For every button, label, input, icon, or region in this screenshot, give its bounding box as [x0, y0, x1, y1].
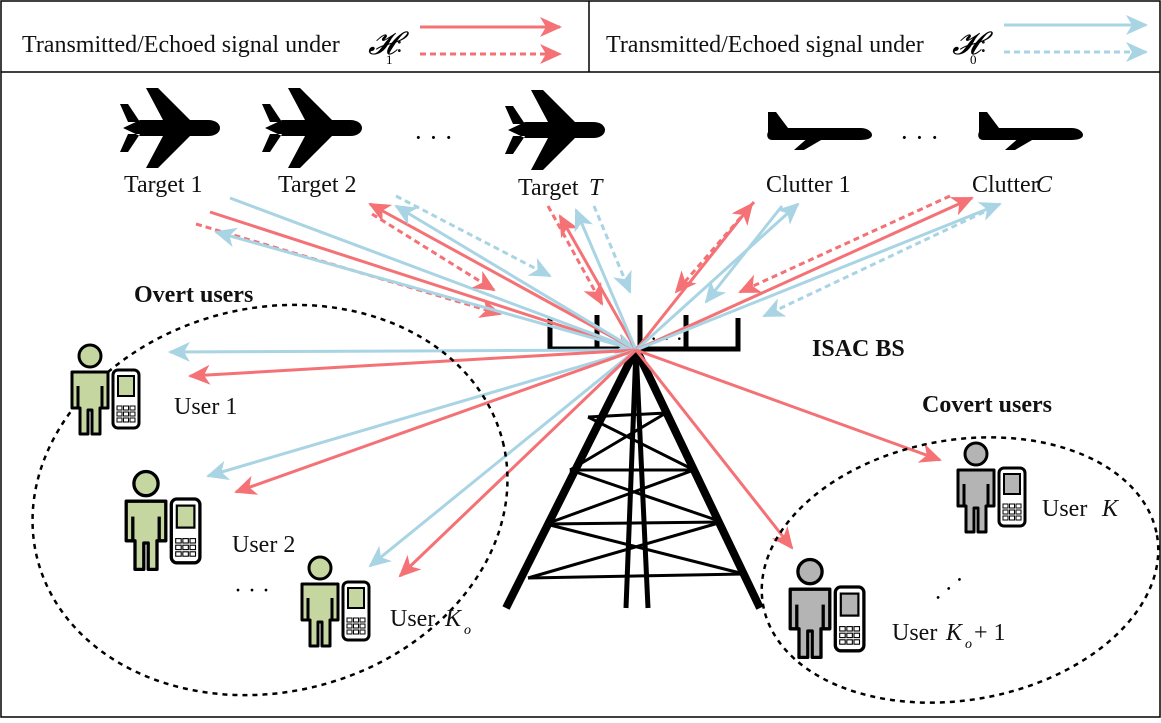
legend-h0-text: Transmitted/Echoed signal under: [606, 32, 924, 58]
target-2-tx-h0-arrow: [394, 204, 637, 352]
overt-users-ellipsis: · · ·: [234, 578, 270, 604]
legend-h0-colon: :: [980, 32, 987, 58]
overt-user-ko-math: K: [444, 606, 463, 632]
clutter-1-icon: [767, 112, 872, 150]
legend-h0-subscript: 0: [970, 52, 977, 67]
overt-user-1-h0-arrow: [168, 341, 637, 362]
overt-user-2-label: User 2: [232, 532, 295, 558]
isac-bs-label: ISAC BS: [812, 336, 905, 362]
clutter-c-tx-h1-arrow: [635, 196, 974, 352]
clutter-1-tx-h0-arrow: [634, 202, 800, 352]
overt-user-ko-h0-arrow: [368, 348, 637, 568]
targets-ellipsis: · · ·: [414, 123, 453, 152]
target-t-tx-h0-arrow: [574, 208, 638, 351]
target-1-tx-h1-arrow: [209, 210, 638, 354]
covert-user-k-label: User: [1042, 496, 1087, 522]
legend-h1-subscript: 1: [386, 52, 393, 67]
covert-user-k-h1-arrow: [635, 348, 942, 463]
covert-user-ko1-sub: o: [965, 637, 972, 652]
overt-users-boundary: [31, 303, 509, 697]
target-2-echo-h1-arrow: [371, 212, 496, 292]
covert-user-ko1-math: K: [945, 620, 964, 646]
clutter-c-icon: [978, 112, 1083, 150]
target-2-icon: [262, 88, 362, 168]
covert-user-k-math: K: [1101, 496, 1120, 522]
overt-user-ko-h1-arrow: [398, 348, 638, 578]
clutter-c-tx-h0-arrow: [635, 202, 1002, 352]
target-t-icon: [505, 90, 605, 170]
target-t-echo-h1-arrow: [546, 205, 604, 306]
clutter-1-echo-h0-arrow: [704, 205, 784, 304]
signal-arrows: [168, 194, 1002, 578]
covert-user-k-phone-icon: [997, 466, 1027, 528]
target-t-math: T: [589, 175, 604, 201]
target-t-echo-h0-arrow: [592, 205, 632, 294]
users-layer: [70, 343, 1027, 660]
clutter-c-echo-h0-arrow: [762, 210, 985, 318]
overt-user-ko-phone-icon: [341, 580, 371, 642]
overt-user-2-h1-arrow: [234, 348, 637, 495]
overt-user-1-h1-arrow: [188, 348, 637, 385]
target-t-label: Target: [518, 175, 579, 201]
overt-user-1-phone-icon: [111, 368, 141, 430]
clutter-c-label: Clutter: [972, 172, 1039, 198]
covert-user-ko1-suffix: + 1: [974, 620, 1006, 646]
overt-user-2-h0-arrow: [206, 348, 637, 480]
covert-users-ellipsis: · · ·: [927, 568, 971, 611]
overt-user-2-person-icon: [124, 469, 168, 572]
target-1-icon: [120, 88, 220, 168]
overt-user-1-label: User 1: [174, 394, 237, 420]
overt-user-ko-sub: o: [464, 623, 471, 638]
target-2-echo-h0-arrow: [395, 194, 552, 278]
legend-h1-colon: :: [396, 32, 403, 58]
clutters-ellipsis: · · ·: [900, 123, 939, 152]
covert-users-title: Covert users: [922, 392, 1052, 418]
covert-users-boundary: [760, 436, 1160, 704]
legend-h1-text: Transmitted/Echoed signal under: [22, 32, 340, 58]
covert-user-ko1-phone-icon: [833, 585, 866, 653]
covert-user-ko1-person-icon: [788, 557, 832, 660]
target-1-echo-h0-arrow: [214, 227, 637, 352]
legend-h1: Transmitted/Echoed signal under 𝓗 1 :: [22, 17, 562, 67]
covert-user-ko1-h1-arrow: [634, 349, 794, 550]
overt-user-2-phone-icon: [169, 497, 202, 565]
overt-user-ko-label: User: [390, 606, 435, 632]
isac-bs-tower: · · ·: [502, 315, 764, 610]
target-2-label: Target 2: [278, 172, 357, 198]
covert-user-ko1-label: User: [892, 620, 937, 646]
overt-user-1-person-icon: [70, 343, 110, 436]
covert-user-k-person-icon: [956, 441, 996, 534]
target-2-tx-h1-arrow: [368, 202, 637, 352]
clutter-1-label: Clutter 1: [766, 172, 851, 198]
clutter-c-math: C: [1036, 172, 1053, 198]
overt-users-title: Overt users: [134, 282, 253, 308]
target-1-tx-h0-arrow: [229, 196, 638, 353]
overt-user-ko-person-icon: [300, 555, 340, 648]
target-1-label: Target 1: [124, 172, 203, 198]
legend-h0: Transmitted/Echoed signal under 𝓗 0 :: [606, 15, 1148, 67]
clutter-c-echo-h1-arrow: [738, 194, 951, 294]
